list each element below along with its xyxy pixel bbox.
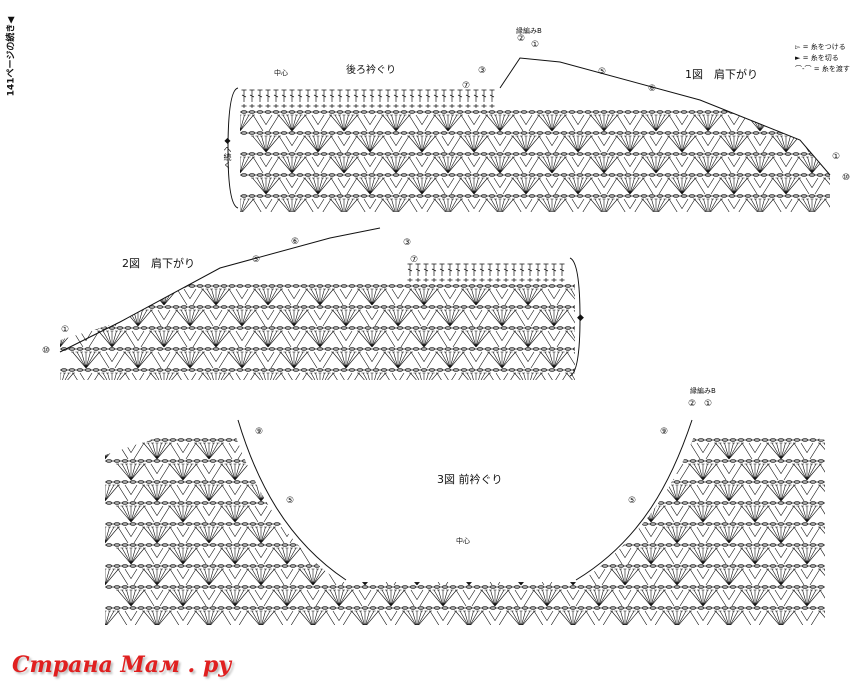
symbol-legend: ▻ = 糸をつける ► = 糸を切る ⌒-⌒ = 糸を渡す <box>795 42 850 75</box>
fig1-center-label: 中心 <box>274 69 288 77</box>
stitch-marks <box>105 442 825 625</box>
fig1-row-5: ⑤ <box>598 67 607 77</box>
fig1-row-7: ⑦ <box>462 81 471 91</box>
fig1-left-bracket <box>227 87 239 209</box>
fig3-center-label: 中心 <box>456 537 470 545</box>
double-crochet-row <box>343 557 573 576</box>
fig1-row-1-top: ① <box>531 40 540 50</box>
fig2-row-5: ⑤ <box>252 255 261 265</box>
stitch-row <box>240 194 830 198</box>
fig2-row-6: ⑥ <box>291 237 300 247</box>
figure-2-shoulder-chart <box>60 263 575 380</box>
stitch-row <box>60 284 575 288</box>
fig3-left-row-9: ⑨ <box>255 427 264 437</box>
stitch-row <box>105 564 825 568</box>
stitch-row <box>105 459 825 463</box>
stitch-row <box>60 347 575 351</box>
fig2-row-7: ⑦ <box>410 255 419 265</box>
stitch-row <box>60 305 575 309</box>
figure-1-shoulder-chart <box>240 89 830 212</box>
chart-outlines <box>59 57 831 581</box>
stitch-marks <box>240 114 830 212</box>
stitch-row <box>105 501 825 505</box>
fig1-continue-label: ◆へ続く <box>223 136 232 169</box>
double-crochet-row <box>241 89 495 108</box>
fig1-shoulder-edge <box>499 57 831 176</box>
fig3-row-1: ① <box>704 399 713 409</box>
stitch-marks <box>60 288 575 380</box>
stitch-row <box>240 110 830 114</box>
legend-carry-yarn: ⌒-⌒ = 糸を渡す <box>795 65 850 73</box>
fig3-right-row-5: ⑤ <box>628 496 637 506</box>
stitch-row <box>105 585 825 589</box>
fig1-edging-label: 縁編みB <box>516 27 542 35</box>
fig3-title: 3図 前衿ぐり <box>437 473 503 486</box>
stitch-row <box>240 131 830 135</box>
stitch-row <box>240 152 830 156</box>
fig1-row-1: ① <box>832 152 841 162</box>
fig1-back-neck-label: 後ろ衿ぐり <box>346 65 396 76</box>
fig3-row-2: ② <box>688 399 697 409</box>
fig1-row-2: ② <box>517 34 526 44</box>
watermark-logo: Страна Мам . ру <box>12 652 232 678</box>
stitch-row <box>105 606 825 610</box>
fig2-row-3: ③ <box>403 238 412 248</box>
legend-cut-yarn: ► = 糸を切る <box>795 54 839 62</box>
stitch-row <box>105 522 825 526</box>
fig3-right-row-9: ⑨ <box>660 427 669 437</box>
continued-from-page-note: 141ページの続き◀ <box>6 16 17 97</box>
fig3-edging-label: 縁編みB <box>690 387 716 395</box>
figure-3-front-neck-chart <box>105 438 825 625</box>
fig1-row-10: ⑩ <box>842 173 851 183</box>
fig3-left-neck-curve <box>237 419 347 581</box>
stitch-row <box>240 173 830 177</box>
fig2-right-bracket <box>569 257 581 377</box>
fig1-title: 1図 肩下がり <box>685 68 758 81</box>
stitch-row <box>60 326 575 330</box>
stitch-row <box>60 368 575 372</box>
fig2-title: 2図 肩下がり <box>122 257 195 270</box>
stitch-row <box>105 438 825 442</box>
fig3-right-neck-curve <box>575 419 693 581</box>
fig1-row-6: ⑥ <box>648 84 657 94</box>
fig2-shoulder-edge <box>59 227 381 353</box>
legend-attach-yarn: ▻ = 糸をつける <box>795 43 846 51</box>
fig2-row-1: ① <box>61 325 70 335</box>
fig2-row-10: ⑩ <box>42 346 51 356</box>
fig3-left-row-5: ⑤ <box>286 496 295 506</box>
fig2-continue-mark: ◆ <box>577 313 584 323</box>
double-crochet-row <box>407 263 565 282</box>
fig1-row-3: ③ <box>478 66 487 76</box>
